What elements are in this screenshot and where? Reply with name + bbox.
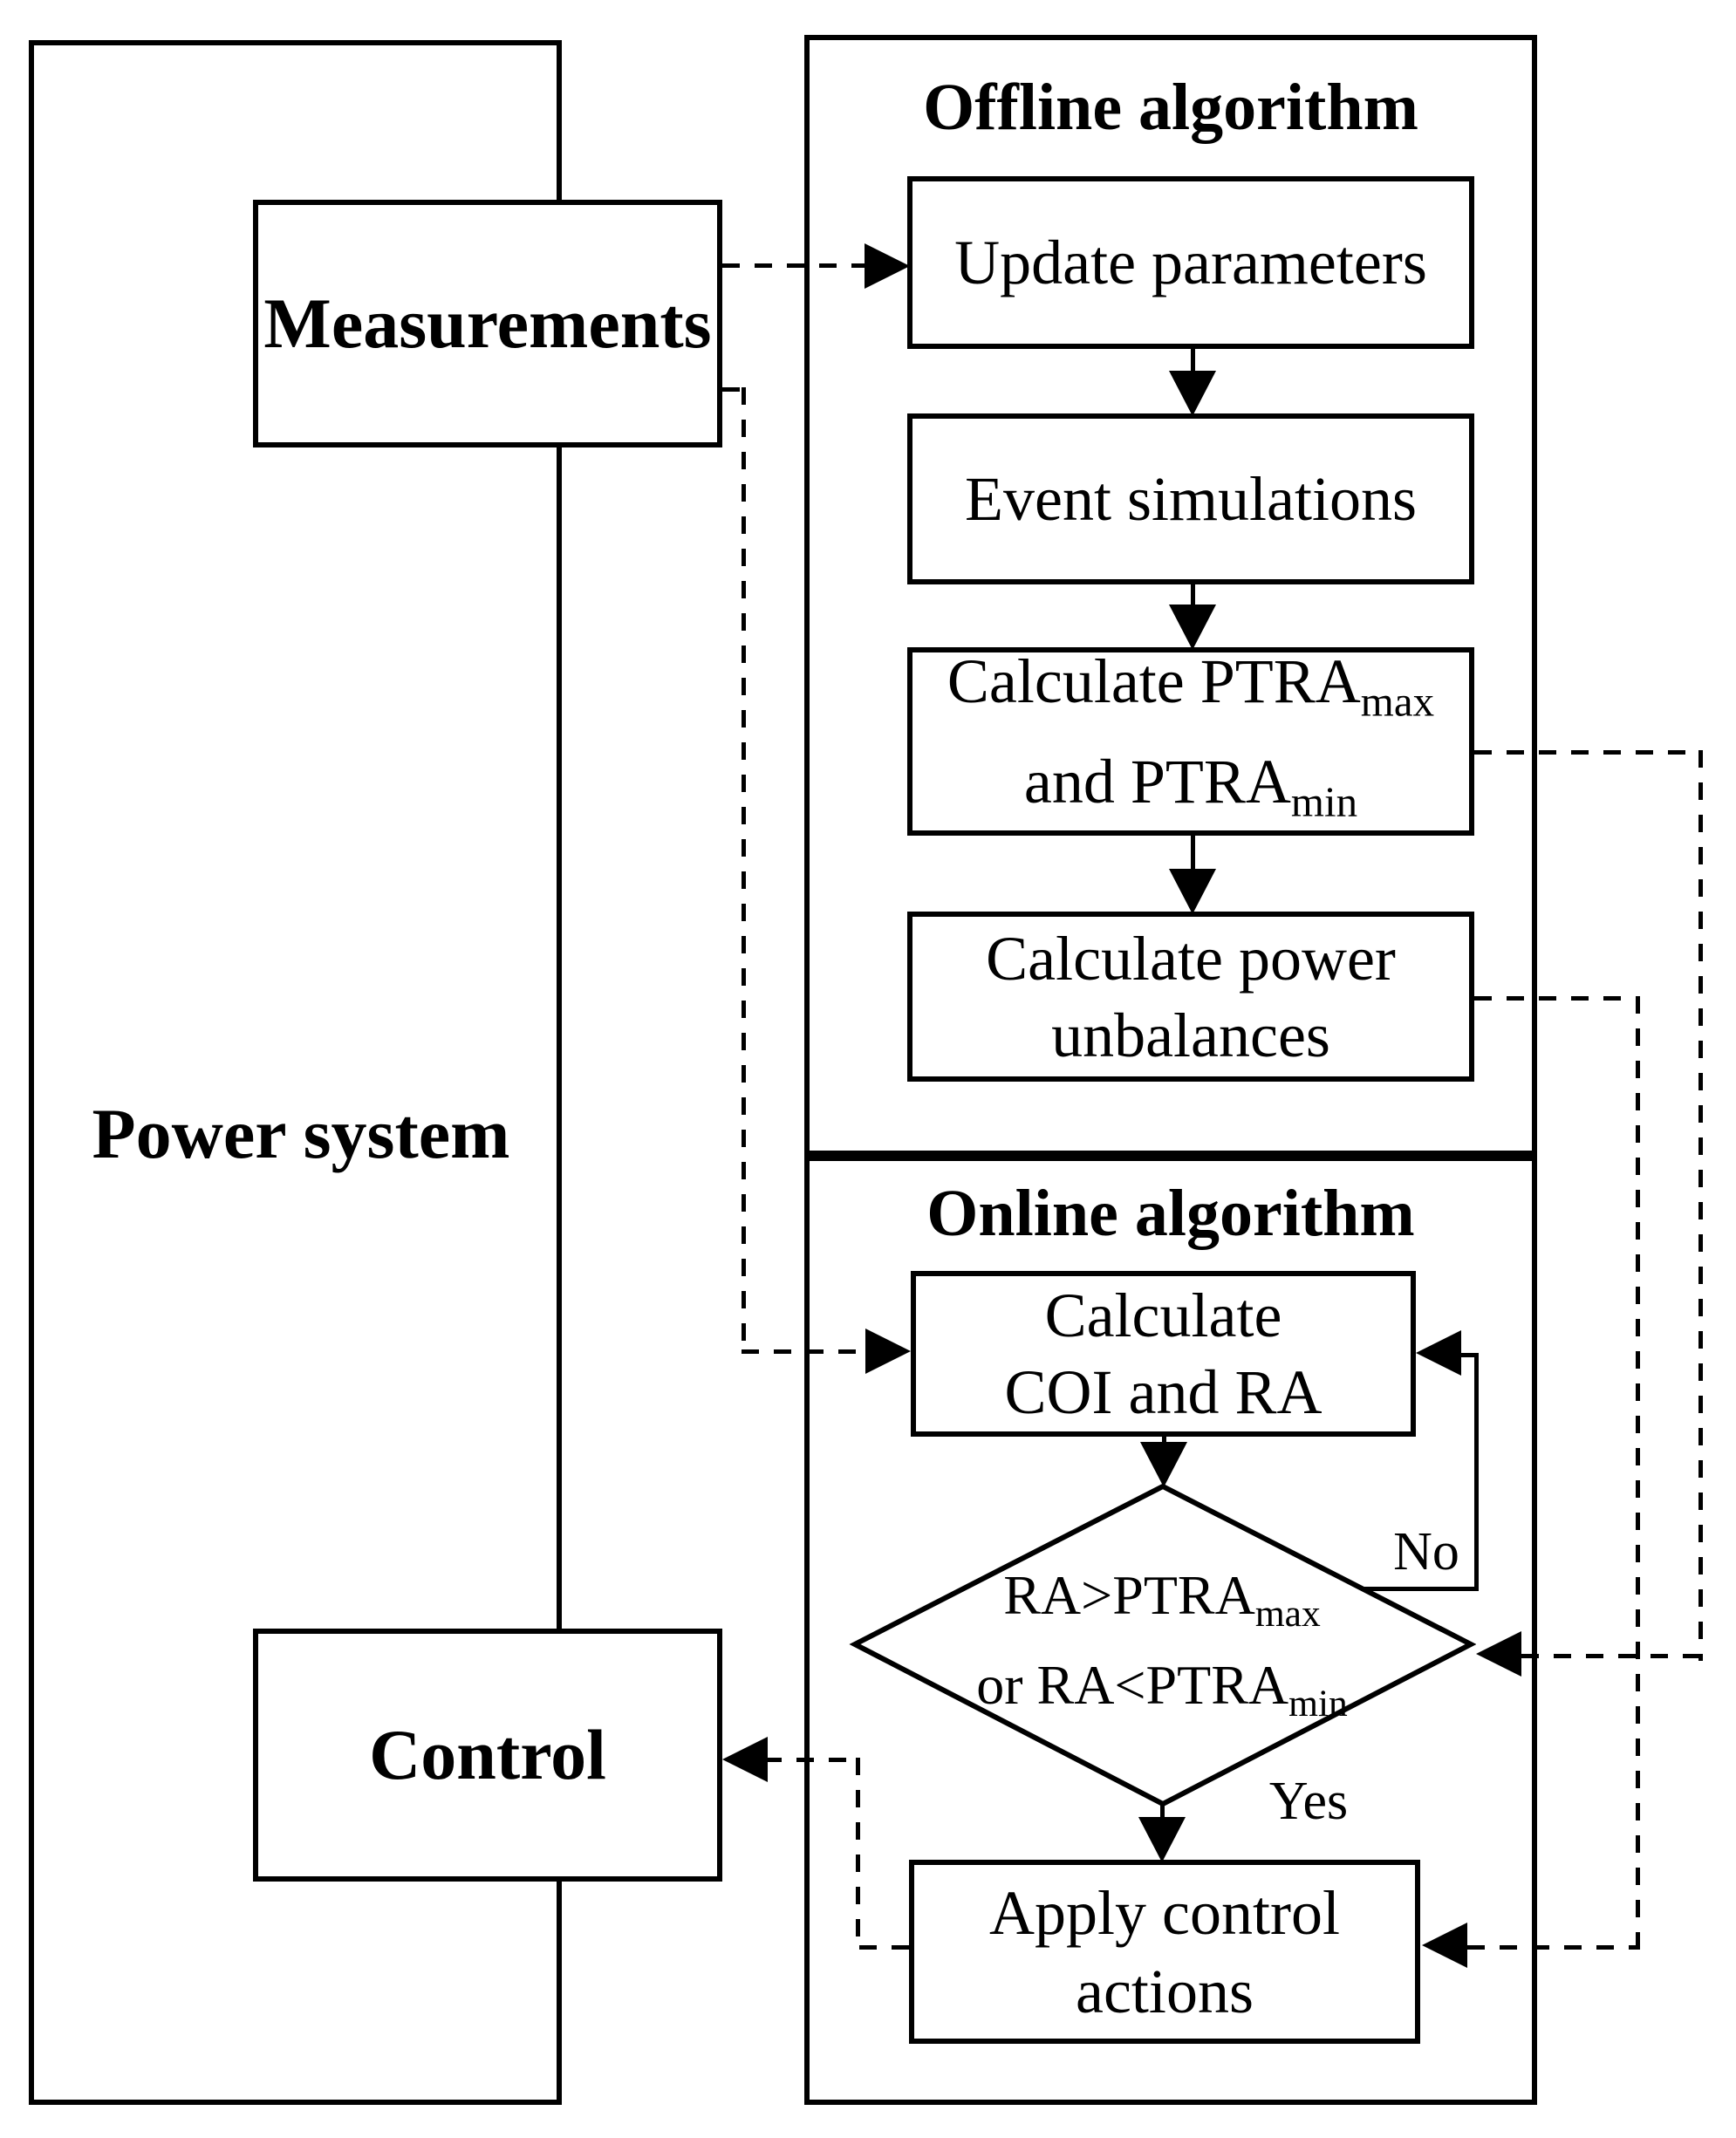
- calculate-ptra-box: Calculate PTRAmax and PTRAmin: [907, 646, 1474, 836]
- dashed-unbalances-vertical: [1636, 996, 1640, 1950]
- apply-control-box: Apply control actions: [909, 1860, 1420, 2044]
- calculate-coi-line2: COI and RA: [1004, 1357, 1323, 1427]
- arrowhead-no-loop-to-coi: [1416, 1330, 1461, 1376]
- arrowhead-apply-to-control: [722, 1737, 768, 1782]
- dashed-measurements-to-coi: [742, 1349, 866, 1354]
- power-system-label: Power system: [92, 1094, 510, 1173]
- calculate-ptra-line2: and PTRAmin: [1023, 747, 1358, 826]
- arrow-ptra-to-unbalances: [1191, 836, 1195, 872]
- arrowhead-event-to-ptra: [1169, 605, 1216, 650]
- decision-line2: or RA<PTRAmin: [976, 1653, 1348, 1725]
- dashed-unbalances-to-apply: [1467, 1945, 1638, 1950]
- dashed-apply-to-control: [764, 1758, 858, 1762]
- offline-algorithm-container: [804, 35, 1537, 1156]
- update-parameters-box: Update parameters: [907, 176, 1474, 349]
- calculate-unbalances-box: Calculate power unbalances: [907, 912, 1474, 1082]
- arrowhead-measurements-to-update: [865, 243, 910, 289]
- dashed-ptra-out: [1474, 750, 1703, 755]
- dashed-measurements-vertical: [742, 387, 746, 1352]
- no-loop-bottom-segment: [1364, 1587, 1479, 1591]
- dashed-measurements-to-update: [722, 263, 866, 268]
- offline-algorithm-title: Offline algorithm: [923, 71, 1418, 144]
- measurements-box: Measurements: [253, 200, 722, 447]
- no-loop-vertical-segment: [1474, 1353, 1479, 1591]
- arrowhead-unbalances-to-apply: [1422, 1923, 1467, 1968]
- decision-line1: RA>PTRAmax: [1003, 1564, 1321, 1635]
- arrowhead-coi-to-decision: [1140, 1442, 1187, 1487]
- event-simulations-box: Event simulations: [907, 413, 1474, 584]
- arrowhead-ptra-to-decision: [1476, 1631, 1521, 1677]
- arrow-event-to-ptra: [1191, 584, 1195, 609]
- dashed-apply-out: [859, 1945, 909, 1950]
- arrowhead-measurements-to-coi: [865, 1329, 911, 1374]
- decision-text: RA>PTRAmax or RA<PTRAmin: [900, 1560, 1424, 1739]
- dashed-apply-vertical: [856, 1758, 860, 1950]
- dashed-unbalances-out: [1474, 996, 1640, 1001]
- calculate-unbalances-line1: Calculate power: [986, 923, 1396, 994]
- dashed-ptra-vertical: [1698, 750, 1703, 1661]
- power-system-container: [29, 40, 562, 2105]
- arrowhead-decision-to-apply: [1138, 1817, 1186, 1862]
- dashed-ptra-to-decision: [1521, 1654, 1703, 1658]
- no-label: No: [1393, 1522, 1459, 1581]
- apply-control-line1: Apply control: [989, 1877, 1340, 1948]
- update-parameters-label: Update parameters: [954, 228, 1427, 297]
- arrowhead-update-to-event: [1169, 371, 1216, 416]
- dashed-measurements-stub: [722, 387, 746, 392]
- control-box: Control: [253, 1629, 722, 1882]
- calculate-coi-box: Calculate COI and RA: [911, 1271, 1416, 1437]
- calculate-coi-line1: Calculate: [1044, 1281, 1282, 1350]
- yes-label: Yes: [1268, 1772, 1349, 1831]
- event-simulations-label: Event simulations: [965, 464, 1417, 534]
- calculate-ptra-line1: Calculate PTRAmax: [947, 645, 1435, 725]
- online-algorithm-container: [804, 1156, 1537, 2105]
- apply-control-line2: actions: [1076, 1956, 1254, 2026]
- calculate-unbalances-line2: unbalances: [1051, 1000, 1330, 1070]
- arrow-update-to-event: [1191, 349, 1195, 375]
- online-algorithm-title: Online algorithm: [926, 1177, 1415, 1250]
- arrow-decision-to-apply: [1160, 1804, 1165, 1821]
- measurements-label: Measurements: [263, 283, 712, 363]
- no-loop-top-segment: [1459, 1353, 1479, 1357]
- arrowhead-ptra-to-unbalances: [1169, 869, 1216, 914]
- control-label: Control: [369, 1715, 606, 1794]
